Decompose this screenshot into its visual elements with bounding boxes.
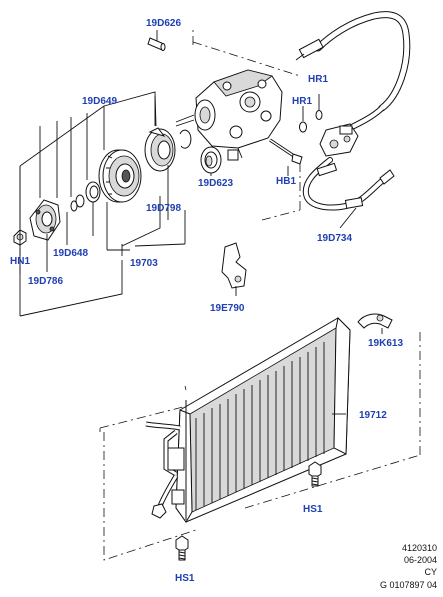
clutch-leader-lines [19, 91, 186, 317]
assembly-boundary-upper [192, 30, 301, 221]
callout-hr1-bottom: HR1 [292, 96, 312, 107]
clutch-coil [144, 127, 176, 172]
callout-hn1: HN1 [10, 256, 30, 267]
footer-reference: G 0107897 04 [380, 580, 437, 590]
condenser [145, 316, 351, 523]
callout-19d649: 19D649 [82, 96, 117, 107]
dowel-pin [147, 30, 166, 51]
clutch-pulley [98, 149, 142, 203]
stud-right [308, 461, 322, 487]
callout-hb1: HB1 [276, 176, 296, 187]
callout-hs1-bottom: HS1 [175, 573, 195, 584]
callout-19d798: 19D798 [146, 203, 181, 214]
footer-region: CY [424, 567, 437, 577]
callout-19712: 19712 [359, 410, 387, 421]
footer-date: 06-2004 [404, 555, 437, 565]
callout-hr1-top: HR1 [308, 74, 328, 85]
hose-clip [357, 313, 393, 334]
clutch-spacer [70, 194, 85, 212]
clutch-shim-ring [85, 181, 101, 203]
hose-manifold-block [319, 123, 359, 157]
callout-19k613: 19K613 [368, 338, 403, 349]
suction-hose [295, 11, 411, 131]
callout-19d648: 19D648 [53, 248, 88, 259]
callout-19e790: 19E790 [210, 303, 245, 314]
callout-19d734: 19D734 [317, 233, 352, 244]
o-ring-bottom [299, 106, 307, 133]
callout-19d623: 19D623 [198, 178, 233, 189]
clutch-plate [29, 199, 61, 241]
callout-19d786: 19D786 [28, 276, 63, 287]
compressor [175, 69, 283, 161]
discharge-hose [302, 157, 395, 229]
mounting-bracket [221, 242, 247, 296]
snap-ring [179, 129, 192, 149]
compressor-bolt [269, 138, 303, 176]
callout-19703: 19703 [130, 258, 158, 269]
shaft-seal [200, 146, 222, 176]
callout-hs1-right: HS1 [303, 504, 323, 515]
footer-drawing-number: 4120310 [402, 543, 437, 553]
callout-19d626: 19D626 [146, 18, 181, 29]
stud-bottom [175, 535, 189, 561]
o-ring-top [315, 94, 323, 120]
